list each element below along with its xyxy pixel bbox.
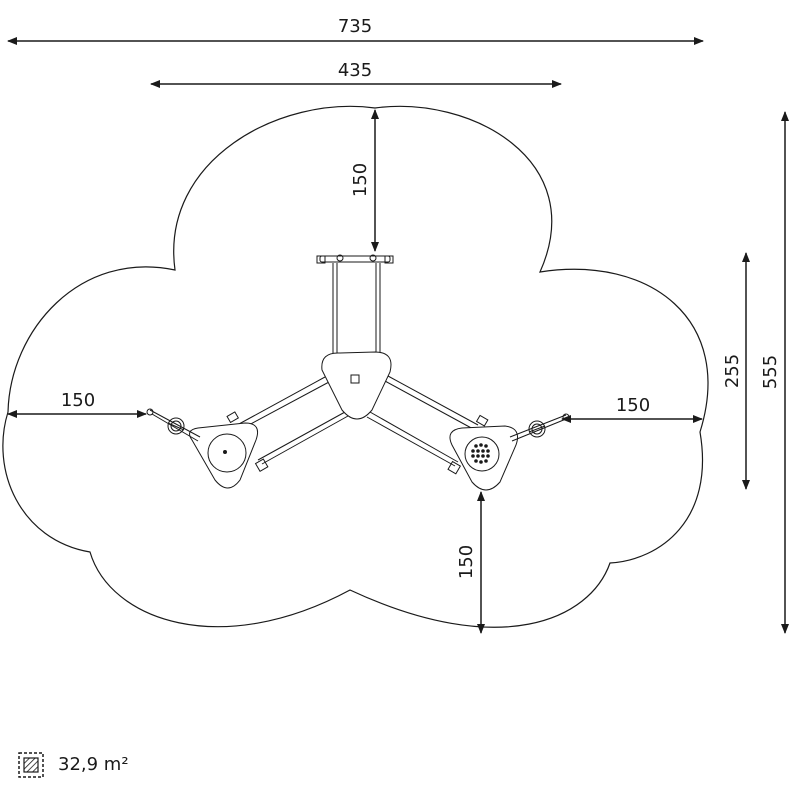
dimension-right-clearance: 150 — [561, 395, 703, 423]
right-clearance-label: 150 — [616, 395, 650, 416]
safety-area-value: 32,9 m² — [58, 754, 129, 775]
dimension-bottom-clearance: 150 — [456, 491, 485, 634]
dimension-partial-height: 255 — [722, 252, 750, 490]
safety-area-icon — [18, 752, 44, 778]
safety-area-outline — [2, 105, 709, 628]
dimension-inner-width: 435 — [150, 60, 562, 88]
overall-height-label: 555 — [760, 355, 781, 389]
overall-width-label: 735 — [338, 16, 372, 37]
inner-width-label: 435 — [338, 60, 372, 81]
bottom-clearance-label: 150 — [456, 545, 477, 579]
partial-height-label: 255 — [722, 354, 743, 388]
dimension-left-clearance: 150 — [7, 390, 147, 418]
dimension-top-clearance: 150 — [350, 109, 379, 252]
rocker-equipment — [146, 254, 570, 491]
left-clearance-label: 150 — [61, 390, 95, 411]
dimension-overall-width: 735 — [7, 16, 704, 45]
top-clearance-label: 150 — [350, 163, 371, 197]
dimension-overall-height: 555 — [760, 111, 789, 634]
